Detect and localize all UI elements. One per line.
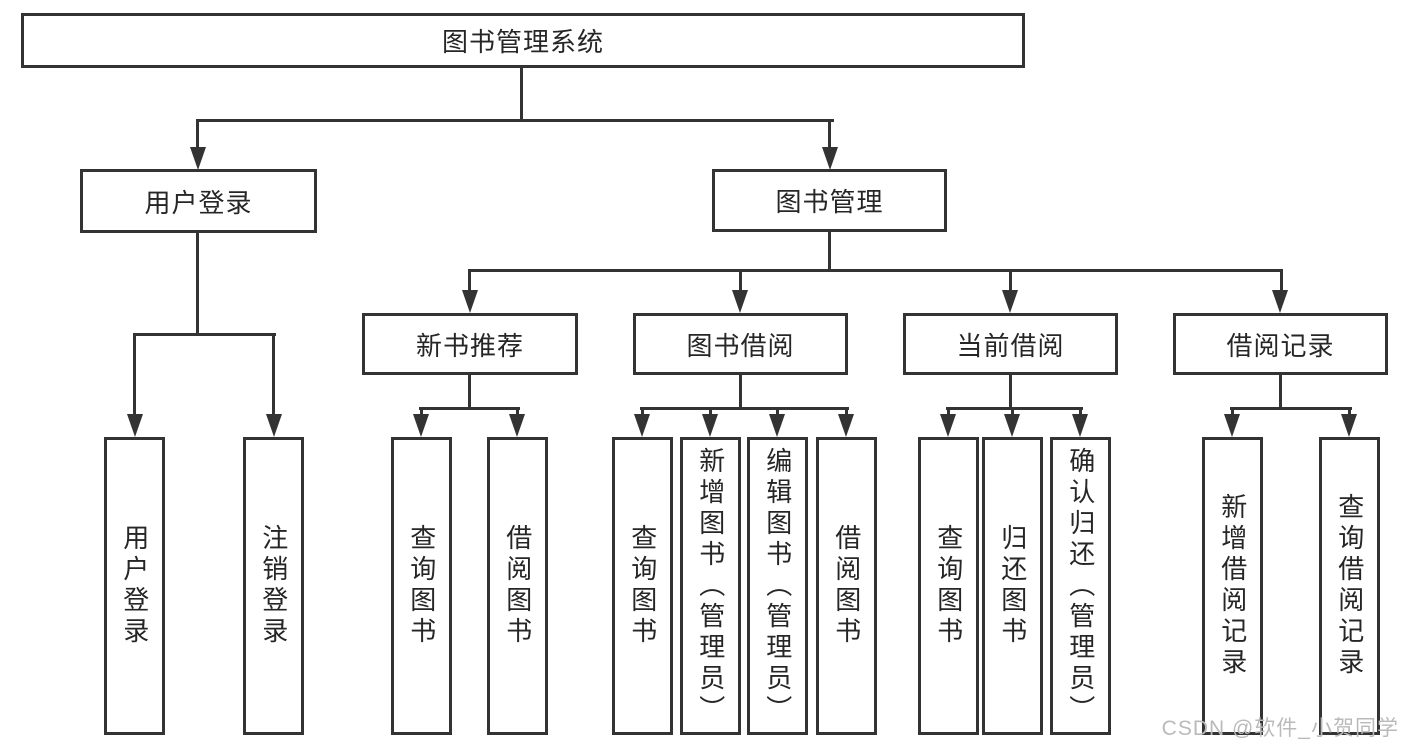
node-root-label: 图书管理系统 bbox=[441, 27, 604, 57]
arrowhead-to-book-management bbox=[822, 147, 838, 170]
connector-userlogin-stem bbox=[196, 233, 199, 336]
arrowhead-to-leaf-br-add bbox=[1224, 414, 1240, 437]
connector-bookmgmt-drop-4 bbox=[1280, 269, 1283, 291]
leaf-borrow-query-books-label: 查询图书 bbox=[627, 524, 658, 648]
arrowhead-to-new-book-recommend bbox=[462, 290, 478, 313]
node-book-borrow-label: 图书借阅 bbox=[686, 330, 795, 361]
arrowhead-to-borrow-records bbox=[1272, 290, 1288, 313]
connector-root-stem bbox=[520, 67, 523, 122]
arrowhead-to-leaf-bb-query bbox=[634, 414, 650, 437]
node-current-borrow: 当前借阅 bbox=[903, 313, 1118, 375]
arrowhead-to-leaf-cb-confirm bbox=[1072, 414, 1088, 437]
csdn-watermark: CSDN @软件_小贺同学 bbox=[1161, 717, 1399, 740]
leaf-return-books: 归还图书 bbox=[982, 437, 1043, 735]
node-borrow-records: 借阅记录 bbox=[1173, 313, 1388, 375]
leaf-borrow-books-label: 借阅图书 bbox=[831, 524, 862, 648]
connector-root-right-drop bbox=[828, 119, 831, 149]
connector-userlogin-drop-1 bbox=[133, 333, 136, 415]
connector-newbook-drop-1 bbox=[420, 407, 423, 417]
arrowhead-to-book-borrow bbox=[732, 290, 748, 313]
node-book-borrow: 图书借阅 bbox=[633, 313, 848, 375]
node-book-management: 图书管理 bbox=[712, 169, 947, 232]
leaf-query-borrow-record-label: 查询借阅记录 bbox=[1334, 493, 1365, 679]
connector-current-drop-1 bbox=[947, 407, 950, 417]
connector-bookmgmt-drop-3 bbox=[1009, 269, 1012, 291]
connector-bookmgmt-drop-1 bbox=[468, 269, 471, 291]
leaf-newbook-query-books-label: 查询图书 bbox=[406, 524, 437, 648]
arrowhead-to-leaf-cb-return bbox=[1004, 414, 1020, 437]
arrowhead-to-leaf-bb-borrow bbox=[838, 414, 854, 437]
leaf-add-borrow-record-label: 新增借阅记录 bbox=[1217, 493, 1248, 679]
leaf-logout-label: 注销登录 bbox=[258, 524, 289, 648]
leaf-newbook-borrow-books-label: 借阅图书 bbox=[502, 524, 533, 648]
leaf-user-login-label: 用户登录 bbox=[119, 524, 150, 648]
leaf-borrow-books: 借阅图书 bbox=[816, 437, 877, 735]
leaf-query-borrow-record: 查询借阅记录 bbox=[1319, 437, 1380, 735]
connector-current-drop-3 bbox=[1079, 407, 1082, 417]
connector-current-bracket bbox=[946, 407, 1083, 410]
connector-newbook-stem bbox=[468, 375, 471, 410]
connector-records-bracket bbox=[1230, 407, 1352, 410]
connector-newbook-bracket bbox=[419, 407, 520, 410]
leaf-borrow-query-books: 查询图书 bbox=[612, 437, 673, 735]
connector-newbook-drop-2 bbox=[516, 407, 519, 417]
leaf-confirm-return-admin-label: 确认归还（管理员） bbox=[1065, 446, 1096, 726]
leaf-newbook-query-books: 查询图书 bbox=[391, 437, 452, 735]
node-user-login-label: 用户登录 bbox=[144, 187, 253, 218]
connector-borrow-drop-4 bbox=[845, 407, 848, 417]
leaf-current-query-books: 查询图书 bbox=[918, 437, 979, 735]
leaf-newbook-borrow-books: 借阅图书 bbox=[487, 437, 548, 735]
leaf-add-books-admin-label: 新增图书（管理员） bbox=[695, 446, 726, 726]
connector-current-drop-2 bbox=[1011, 407, 1014, 417]
connector-userlogin-bracket bbox=[133, 333, 276, 336]
connector-borrow-drop-1 bbox=[641, 407, 644, 417]
node-borrow-records-label: 借阅记录 bbox=[1226, 330, 1335, 361]
leaf-add-books-admin: 新增图书（管理员） bbox=[680, 437, 741, 735]
node-book-management-label: 图书管理 bbox=[775, 187, 884, 217]
connector-borrow-bracket bbox=[640, 407, 849, 410]
connector-bookmgmt-stem bbox=[828, 232, 831, 272]
leaf-edit-books-admin-label: 编辑图书（管理员） bbox=[762, 446, 793, 726]
leaf-logout: 注销登录 bbox=[243, 437, 304, 735]
connector-root-bracket bbox=[196, 119, 834, 122]
arrowhead-to-leaf-br-query bbox=[1341, 414, 1357, 437]
arrowhead-to-leaf-nb-borrow bbox=[509, 414, 525, 437]
node-new-book-recommend-label: 新书推荐 bbox=[415, 330, 524, 361]
arrowhead-to-leaf-user-login bbox=[127, 414, 143, 437]
leaf-edit-books-admin: 编辑图书（管理员） bbox=[747, 437, 808, 735]
arrowhead-to-current-borrow bbox=[1002, 290, 1018, 313]
arrowhead-to-leaf-bb-edit bbox=[769, 414, 785, 437]
leaf-current-query-books-label: 查询图书 bbox=[933, 524, 964, 648]
connector-bookmgmt-bracket bbox=[468, 269, 1283, 272]
arrowhead-to-leaf-logout bbox=[266, 414, 282, 437]
node-current-borrow-label: 当前借阅 bbox=[956, 330, 1065, 361]
arrowhead-to-leaf-nb-query bbox=[413, 414, 429, 437]
arrowhead-to-user-login bbox=[190, 147, 206, 170]
leaf-user-login: 用户登录 bbox=[104, 437, 165, 735]
connector-root-left-drop bbox=[196, 119, 199, 149]
leaf-confirm-return-admin: 确认归还（管理员） bbox=[1050, 437, 1111, 735]
node-root: 图书管理系统 bbox=[21, 13, 1025, 68]
connector-bookmgmt-drop-2 bbox=[739, 269, 742, 291]
leaf-add-borrow-record: 新增借阅记录 bbox=[1202, 437, 1263, 735]
node-user-login: 用户登录 bbox=[80, 169, 317, 233]
arrowhead-to-leaf-cb-query bbox=[940, 414, 956, 437]
connector-borrow-drop-3 bbox=[776, 407, 779, 417]
connector-userlogin-drop-2 bbox=[272, 333, 275, 415]
connector-records-drop-2 bbox=[1348, 407, 1351, 417]
connector-borrow-stem bbox=[739, 375, 742, 410]
connector-records-stem bbox=[1279, 375, 1282, 410]
leaf-return-books-label: 归还图书 bbox=[997, 524, 1028, 648]
node-new-book-recommend: 新书推荐 bbox=[362, 313, 578, 375]
connector-borrow-drop-2 bbox=[709, 407, 712, 417]
arrowhead-to-leaf-bb-add bbox=[702, 414, 718, 437]
connector-current-stem bbox=[1009, 375, 1012, 410]
connector-records-drop-1 bbox=[1231, 407, 1234, 417]
